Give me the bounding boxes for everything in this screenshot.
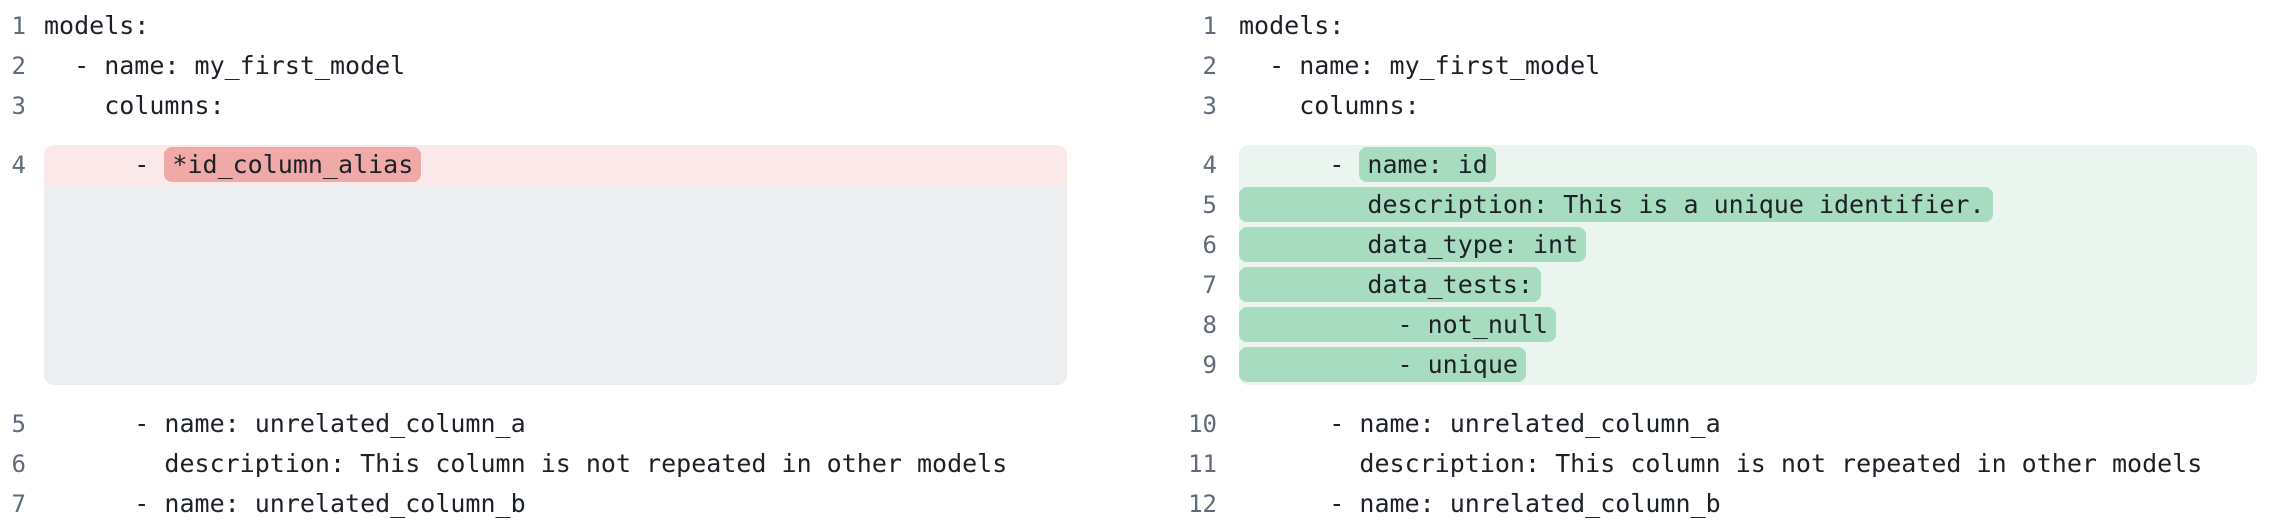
code-line: 6 description: This column is not repeat… <box>0 444 1139 484</box>
code-text: - name: unrelated_column_b <box>44 489 526 518</box>
line-number: 5 <box>11 410 26 438</box>
code-line: 12 - name: unrelated_column_b <box>1139 484 2278 524</box>
code-line: 7 - name: unrelated_column_b <box>0 484 1139 524</box>
code-text: description: This column is not repeated… <box>44 449 1008 478</box>
code-text: - name: my_first_model <box>44 51 406 80</box>
code-line: 2 - name: my_first_model <box>0 46 1139 86</box>
line-number: 1 <box>1202 12 1217 40</box>
code-text: columns: <box>1239 91 1420 120</box>
line-number: 5 <box>1202 191 1217 219</box>
code-text: - name: unrelated_column_b <box>1239 489 1721 518</box>
diff-pane-old: 1 models: 2 - name: my_first_model 3 col… <box>0 6 1139 524</box>
line-number: 1 <box>11 12 26 40</box>
removed-hunk: 4 - *id_column_alias <box>0 145 1139 385</box>
line-number: 8 <box>1202 311 1217 339</box>
line-number: 3 <box>1202 92 1217 120</box>
code-text: models: <box>44 11 150 40</box>
collapsed-spacer <box>44 185 1067 385</box>
code-line: 11 description: This column is not repea… <box>1139 444 2278 484</box>
code-text: models: <box>1239 11 1345 40</box>
line-number: 4 <box>1202 151 1217 179</box>
code-text: - <box>44 150 165 179</box>
line-number: 12 <box>1188 490 1217 518</box>
hunk-line-numbers: 4 <box>0 145 44 385</box>
code-text: - name: unrelated_column_a <box>1239 409 1721 438</box>
line-number: 7 <box>1202 271 1217 299</box>
line-number: 2 <box>1202 52 1217 80</box>
removed-token: *id_column_alias <box>164 147 422 182</box>
added-line: - unique <box>1239 345 2257 385</box>
removed-block: - *id_column_alias <box>44 145 1067 385</box>
code-line: 1 models: <box>1139 6 2278 46</box>
line-number: 6 <box>11 450 26 478</box>
code-text: - <box>1239 150 1360 179</box>
line-number: 10 <box>1188 410 1217 438</box>
added-line: - not_null <box>1239 305 2257 345</box>
added-token: name: id <box>1359 147 1496 182</box>
code-line: 3 columns: <box>0 86 1139 126</box>
added-line: data_type: int <box>1239 225 2257 265</box>
added-token: description: This is a unique identifier… <box>1239 187 1993 222</box>
code-text: - name: my_first_model <box>1239 51 1601 80</box>
line-number: 9 <box>1202 351 1217 379</box>
code-text: - name: unrelated_column_a <box>44 409 526 438</box>
line-number: 2 <box>11 52 26 80</box>
added-token: - not_null <box>1239 307 1557 342</box>
added-block: - name: id description: This is a unique… <box>1239 145 2257 385</box>
added-token: data_type: int <box>1239 227 1587 262</box>
code-text: description: This column is not repeated… <box>1239 449 2203 478</box>
code-line: 5 - name: unrelated_column_a <box>0 404 1139 444</box>
added-token: - unique <box>1239 347 1526 382</box>
added-line: data_tests: <box>1239 265 2257 305</box>
code-line: 3 columns: <box>1139 86 2278 126</box>
code-text: columns: <box>44 91 225 120</box>
hunk-line-numbers: 4 5 6 7 8 9 <box>1139 145 1239 385</box>
line-number: 11 <box>1188 450 1217 478</box>
added-line: - name: id <box>1239 145 2257 185</box>
removed-line: - *id_column_alias <box>44 145 1067 185</box>
added-hunk: 4 5 6 7 8 9 - name: id description: This… <box>1139 145 2278 385</box>
diff-pane-new: 1 models: 2 - name: my_first_model 3 col… <box>1139 6 2278 524</box>
line-number: 3 <box>11 92 26 120</box>
line-number: 4 <box>11 151 26 179</box>
code-line: 10 - name: unrelated_column_a <box>1139 404 2278 444</box>
line-number: 6 <box>1202 231 1217 259</box>
line-number: 7 <box>11 490 26 518</box>
code-line: 2 - name: my_first_model <box>1139 46 2278 86</box>
added-token: data_tests: <box>1239 267 1541 302</box>
added-line: description: This is a unique identifier… <box>1239 185 2257 225</box>
code-line: 1 models: <box>0 6 1139 46</box>
